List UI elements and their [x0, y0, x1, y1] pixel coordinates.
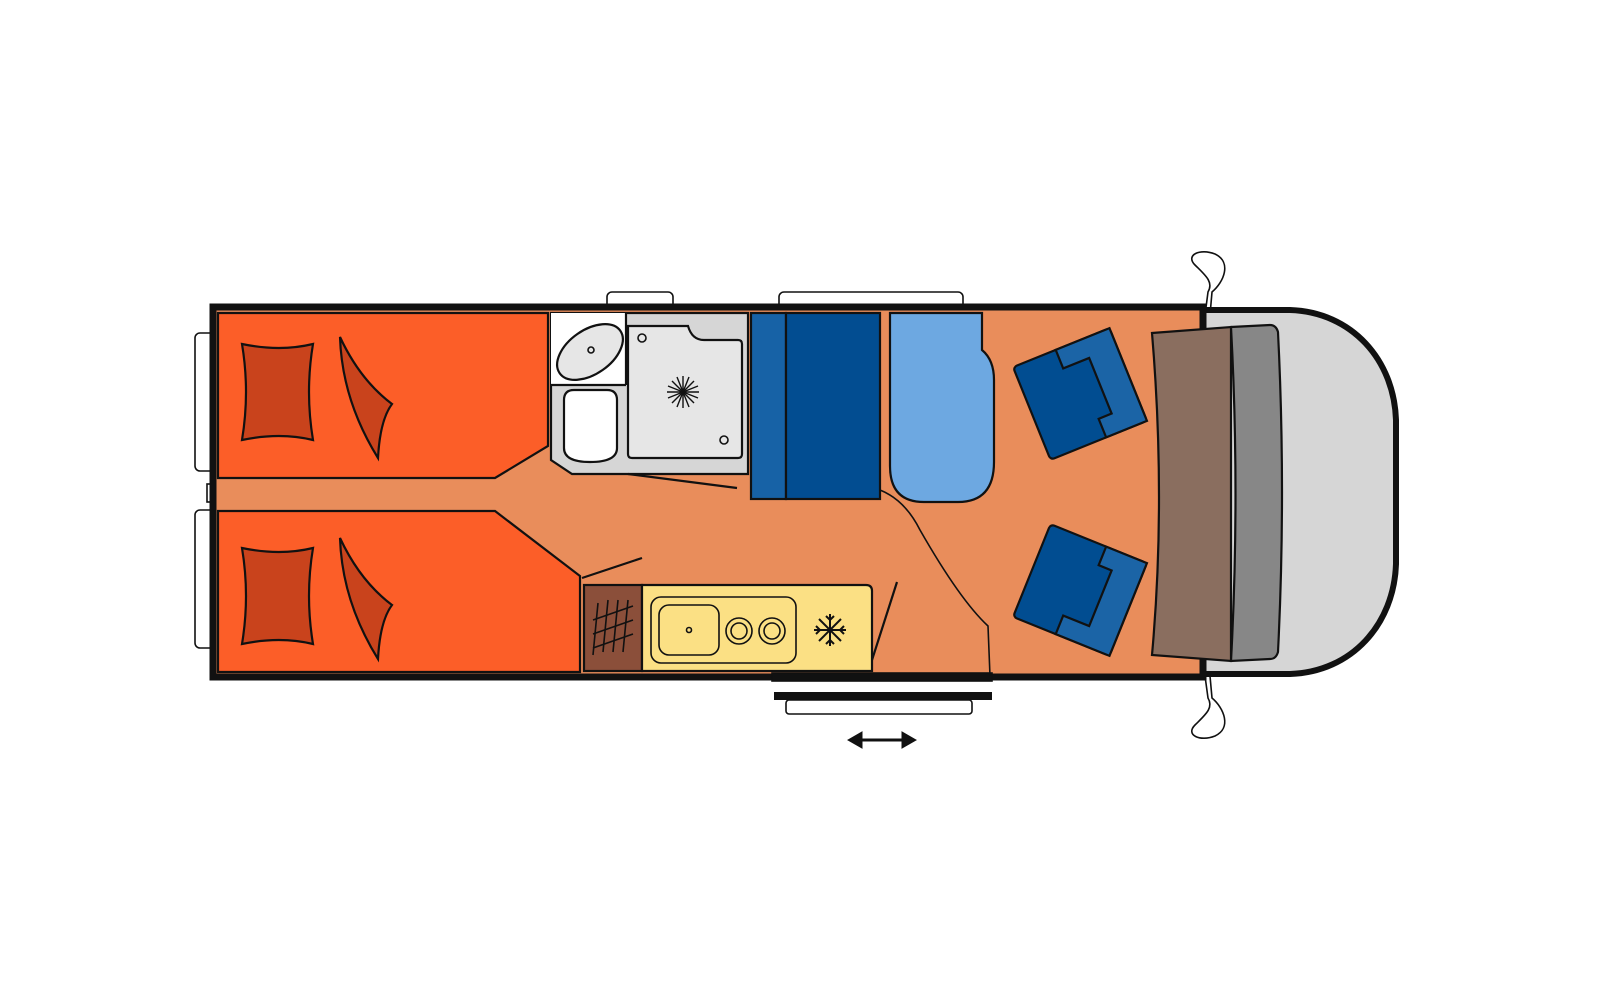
washbasin [556, 323, 624, 381]
wardrobe [582, 583, 644, 673]
step-rail [774, 692, 992, 700]
windshield [1229, 323, 1284, 663]
bathroom [549, 311, 750, 476]
bench-seat [749, 311, 882, 501]
sink [658, 604, 720, 656]
skylight-icon [667, 376, 699, 408]
snowflake-icon [814, 614, 846, 646]
pillow-upper [240, 342, 315, 442]
entrance-door [771, 672, 993, 682]
mirror-icon-bottom [1191, 675, 1226, 740]
dining-table [888, 311, 996, 504]
fridge-door [870, 581, 899, 661]
duvet-lower [338, 537, 394, 663]
cooktop-panel [650, 596, 797, 664]
toilet [562, 388, 619, 464]
floor-divider [879, 489, 991, 677]
stove [725, 617, 786, 645]
mirror-icon-top [1191, 250, 1226, 316]
sliding-step[interactable] [785, 699, 973, 715]
double-arrow-icon [846, 731, 918, 749]
bathroom-door [627, 472, 738, 490]
pillow-lower [240, 546, 315, 646]
kitchen-counter [640, 583, 874, 673]
dashboard [1150, 325, 1233, 663]
cab-seat-left [1013, 326, 1149, 460]
duvet-upper [338, 336, 394, 462]
kitchen-partition [581, 556, 643, 580]
cab-seat-right [1013, 524, 1149, 658]
